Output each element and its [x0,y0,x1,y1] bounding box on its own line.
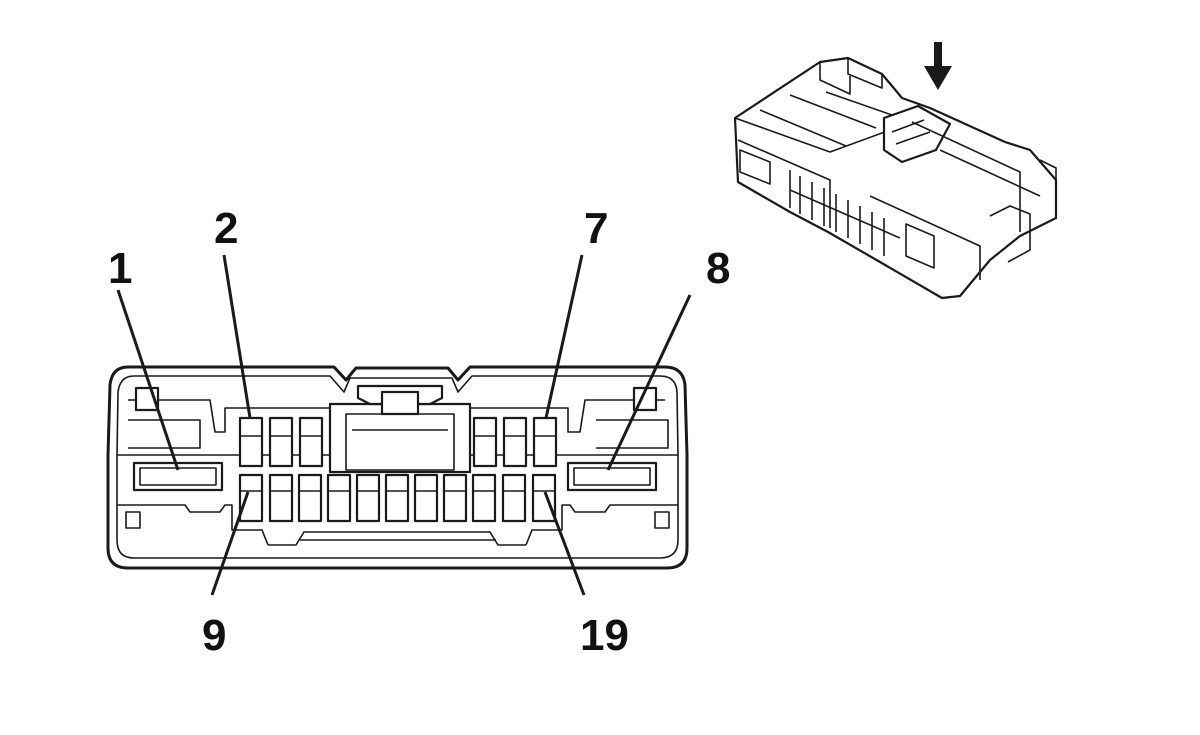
lower-left-step [117,504,269,546]
pin-label-1: 1 [108,244,132,293]
bottom-row-cavities [238,473,557,523]
pin-label-19: 19 [580,611,629,660]
pin-label-9: 9 [202,611,226,660]
right-bottom-foot [654,511,670,529]
leader-pin8 [606,294,692,471]
leader-pin19 [543,491,586,596]
cavity-8-inner [573,467,651,486]
left-bottom-foot [125,511,141,529]
pin-label-8: 8 [706,244,730,293]
pin-label-7: 7 [584,204,608,253]
center-latch [328,384,472,474]
left-shoulder [128,399,330,433]
top-row-cavities [238,416,558,468]
pin-label-2: 2 [214,204,238,253]
connector-housing-inner [116,375,679,559]
pin-labels: 1 2 7 8 9 19 [108,204,730,660]
leader-pin2 [222,254,252,419]
cavity-8 [566,461,658,492]
connector-housing-outline [106,365,689,570]
leader-lines [116,254,692,596]
down-arrow-icon [924,42,952,90]
connector-isometric-view [733,42,1058,300]
right-upper-block [596,419,669,449]
left-upper-block [128,419,201,449]
connector-face-view [106,365,689,570]
leader-pin9 [210,491,250,596]
leader-pin7 [544,254,584,419]
right-shoulder [470,399,665,433]
lower-right-step [525,504,678,546]
cavity-1-inner [139,467,217,486]
cavity-1 [132,461,224,492]
leader-pin1 [116,289,180,471]
bottom-slot [268,531,526,546]
